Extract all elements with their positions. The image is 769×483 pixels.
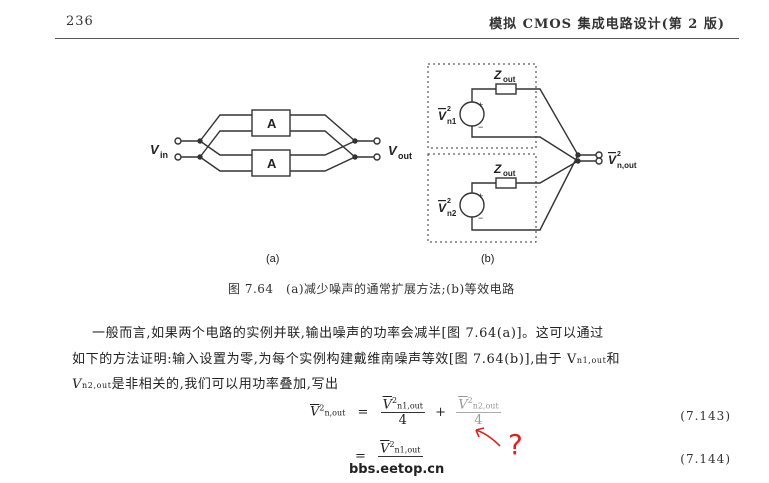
page-number: 236 bbox=[66, 14, 94, 29]
watermark: bbs.eetop.cn bbox=[349, 462, 445, 477]
header-rule bbox=[55, 38, 739, 39]
paragraph-line-3-v: V bbox=[72, 377, 82, 392]
vout-sub: out bbox=[398, 151, 412, 161]
zout-bottom-label: Z bbox=[493, 162, 502, 176]
eq1-lhs-sq: 2 bbox=[319, 403, 325, 413]
paragraph-line-2-sub: n1,out bbox=[576, 356, 607, 365]
eq2-sq: 2 bbox=[389, 440, 395, 449]
equation-number-7-144: (7.144) bbox=[680, 452, 731, 466]
eq1-t2-sub: n2,out bbox=[472, 401, 499, 411]
vin-label: V bbox=[150, 142, 160, 157]
equation-number-7-143: (7.143) bbox=[680, 409, 731, 423]
figure-7-64: V in V out A A (a) Z out Z out V 2 n1 V … bbox=[150, 63, 637, 265]
figure-caption: 图 7.64 (a)减少噪声的通常扩展方法;(b)等效电路 bbox=[228, 282, 515, 296]
vnout-label: V bbox=[608, 153, 617, 167]
running-head: 模拟 CMOS 集成电路设计(第 2 版) bbox=[489, 17, 725, 32]
eq1-t2-sq: 2 bbox=[467, 396, 473, 405]
vn1-plus: + bbox=[478, 100, 483, 110]
vnout-sub: n,out bbox=[617, 161, 637, 170]
vn1-label: V bbox=[438, 109, 447, 123]
panel-b-tag: (b) bbox=[481, 253, 494, 265]
eq1-lhs: V bbox=[310, 404, 320, 420]
eq1-lhs-sub: n,out bbox=[324, 408, 346, 418]
paragraph-line-2: 如下的方法证明:输入设置为零,为每个实例构建戴维南噪声等效[图 7.64(b)]… bbox=[72, 348, 620, 367]
panel-b-circuit bbox=[427, 63, 603, 243]
eq1-term-2: V2n2,out 4 bbox=[456, 396, 501, 429]
vn2-label: V bbox=[438, 201, 447, 215]
arrow-shaft bbox=[475, 429, 501, 447]
amp-top-label: A bbox=[267, 116, 277, 131]
paragraph-line-1: 一般而言,如果两个电路的实例并联,输出噪声的功率会减半[图 7.64(a)]。这… bbox=[92, 326, 604, 341]
vn1-sub: n1 bbox=[447, 117, 457, 126]
zout-bottom-sub: out bbox=[503, 169, 516, 178]
equation-7-143: V2n,out = V2n1,out 4 + V2n2,out 4 bbox=[310, 396, 501, 428]
vn2-sub: n2 bbox=[447, 209, 457, 218]
eq2-equals: = bbox=[355, 448, 366, 464]
zout-top-label: Z bbox=[493, 68, 502, 82]
eq1-equals: = bbox=[357, 404, 369, 420]
red-arrow-annotation: ? bbox=[475, 427, 523, 461]
vn1-minus: − bbox=[478, 122, 483, 132]
amp-bottom-label: A bbox=[267, 156, 277, 171]
eq1-t1-den: 4 bbox=[398, 413, 407, 429]
vin-sub: in bbox=[160, 150, 168, 160]
eq1-t1-v: V bbox=[382, 397, 392, 413]
eq2-term: V2n1,out 2 bbox=[378, 440, 423, 472]
eq1-t1-sq: 2 bbox=[391, 396, 398, 405]
paragraph-line-3-sub: n2,out bbox=[82, 381, 112, 390]
eq1-t1-sub: n1,out bbox=[397, 401, 424, 411]
zout-top-sub: out bbox=[503, 75, 516, 84]
vout-label: V bbox=[388, 143, 398, 158]
eq1-plus: + bbox=[435, 404, 447, 420]
panel-a-tag: (a) bbox=[266, 253, 279, 265]
eq2-v: V bbox=[380, 441, 390, 457]
eq1-term-1: V2n1,out 4 bbox=[380, 396, 426, 429]
eq2-sub: n1,out bbox=[394, 445, 421, 455]
paragraph-line-2-text: 如下的方法证明:输入设置为零,为每个实例构建戴维南噪声等效[图 7.64(b)]… bbox=[72, 352, 577, 367]
paragraph-line-3: Vn2,out是非相关的,我们可以用功率叠加,写出 bbox=[72, 373, 339, 392]
paragraph-line-2-end: 和 bbox=[606, 352, 621, 367]
paragraph-line-3-text: 是非相关的,我们可以用功率叠加,写出 bbox=[111, 377, 339, 392]
vnout-sq: 2 bbox=[617, 151, 621, 158]
vn2-minus: − bbox=[478, 213, 483, 223]
question-mark: ? bbox=[508, 428, 523, 461]
equation-7-144: = V2n1,out 2 bbox=[355, 440, 423, 472]
vn2-plus: + bbox=[478, 191, 483, 201]
vn2-sq: 2 bbox=[447, 198, 451, 205]
panel-a-circuit bbox=[174, 109, 381, 177]
arrow-head-icon bbox=[475, 427, 485, 438]
eq1-t2-v: V bbox=[458, 397, 468, 413]
vn1-sq: 2 bbox=[447, 106, 451, 113]
eq1-t2-den: 4 bbox=[474, 413, 483, 429]
